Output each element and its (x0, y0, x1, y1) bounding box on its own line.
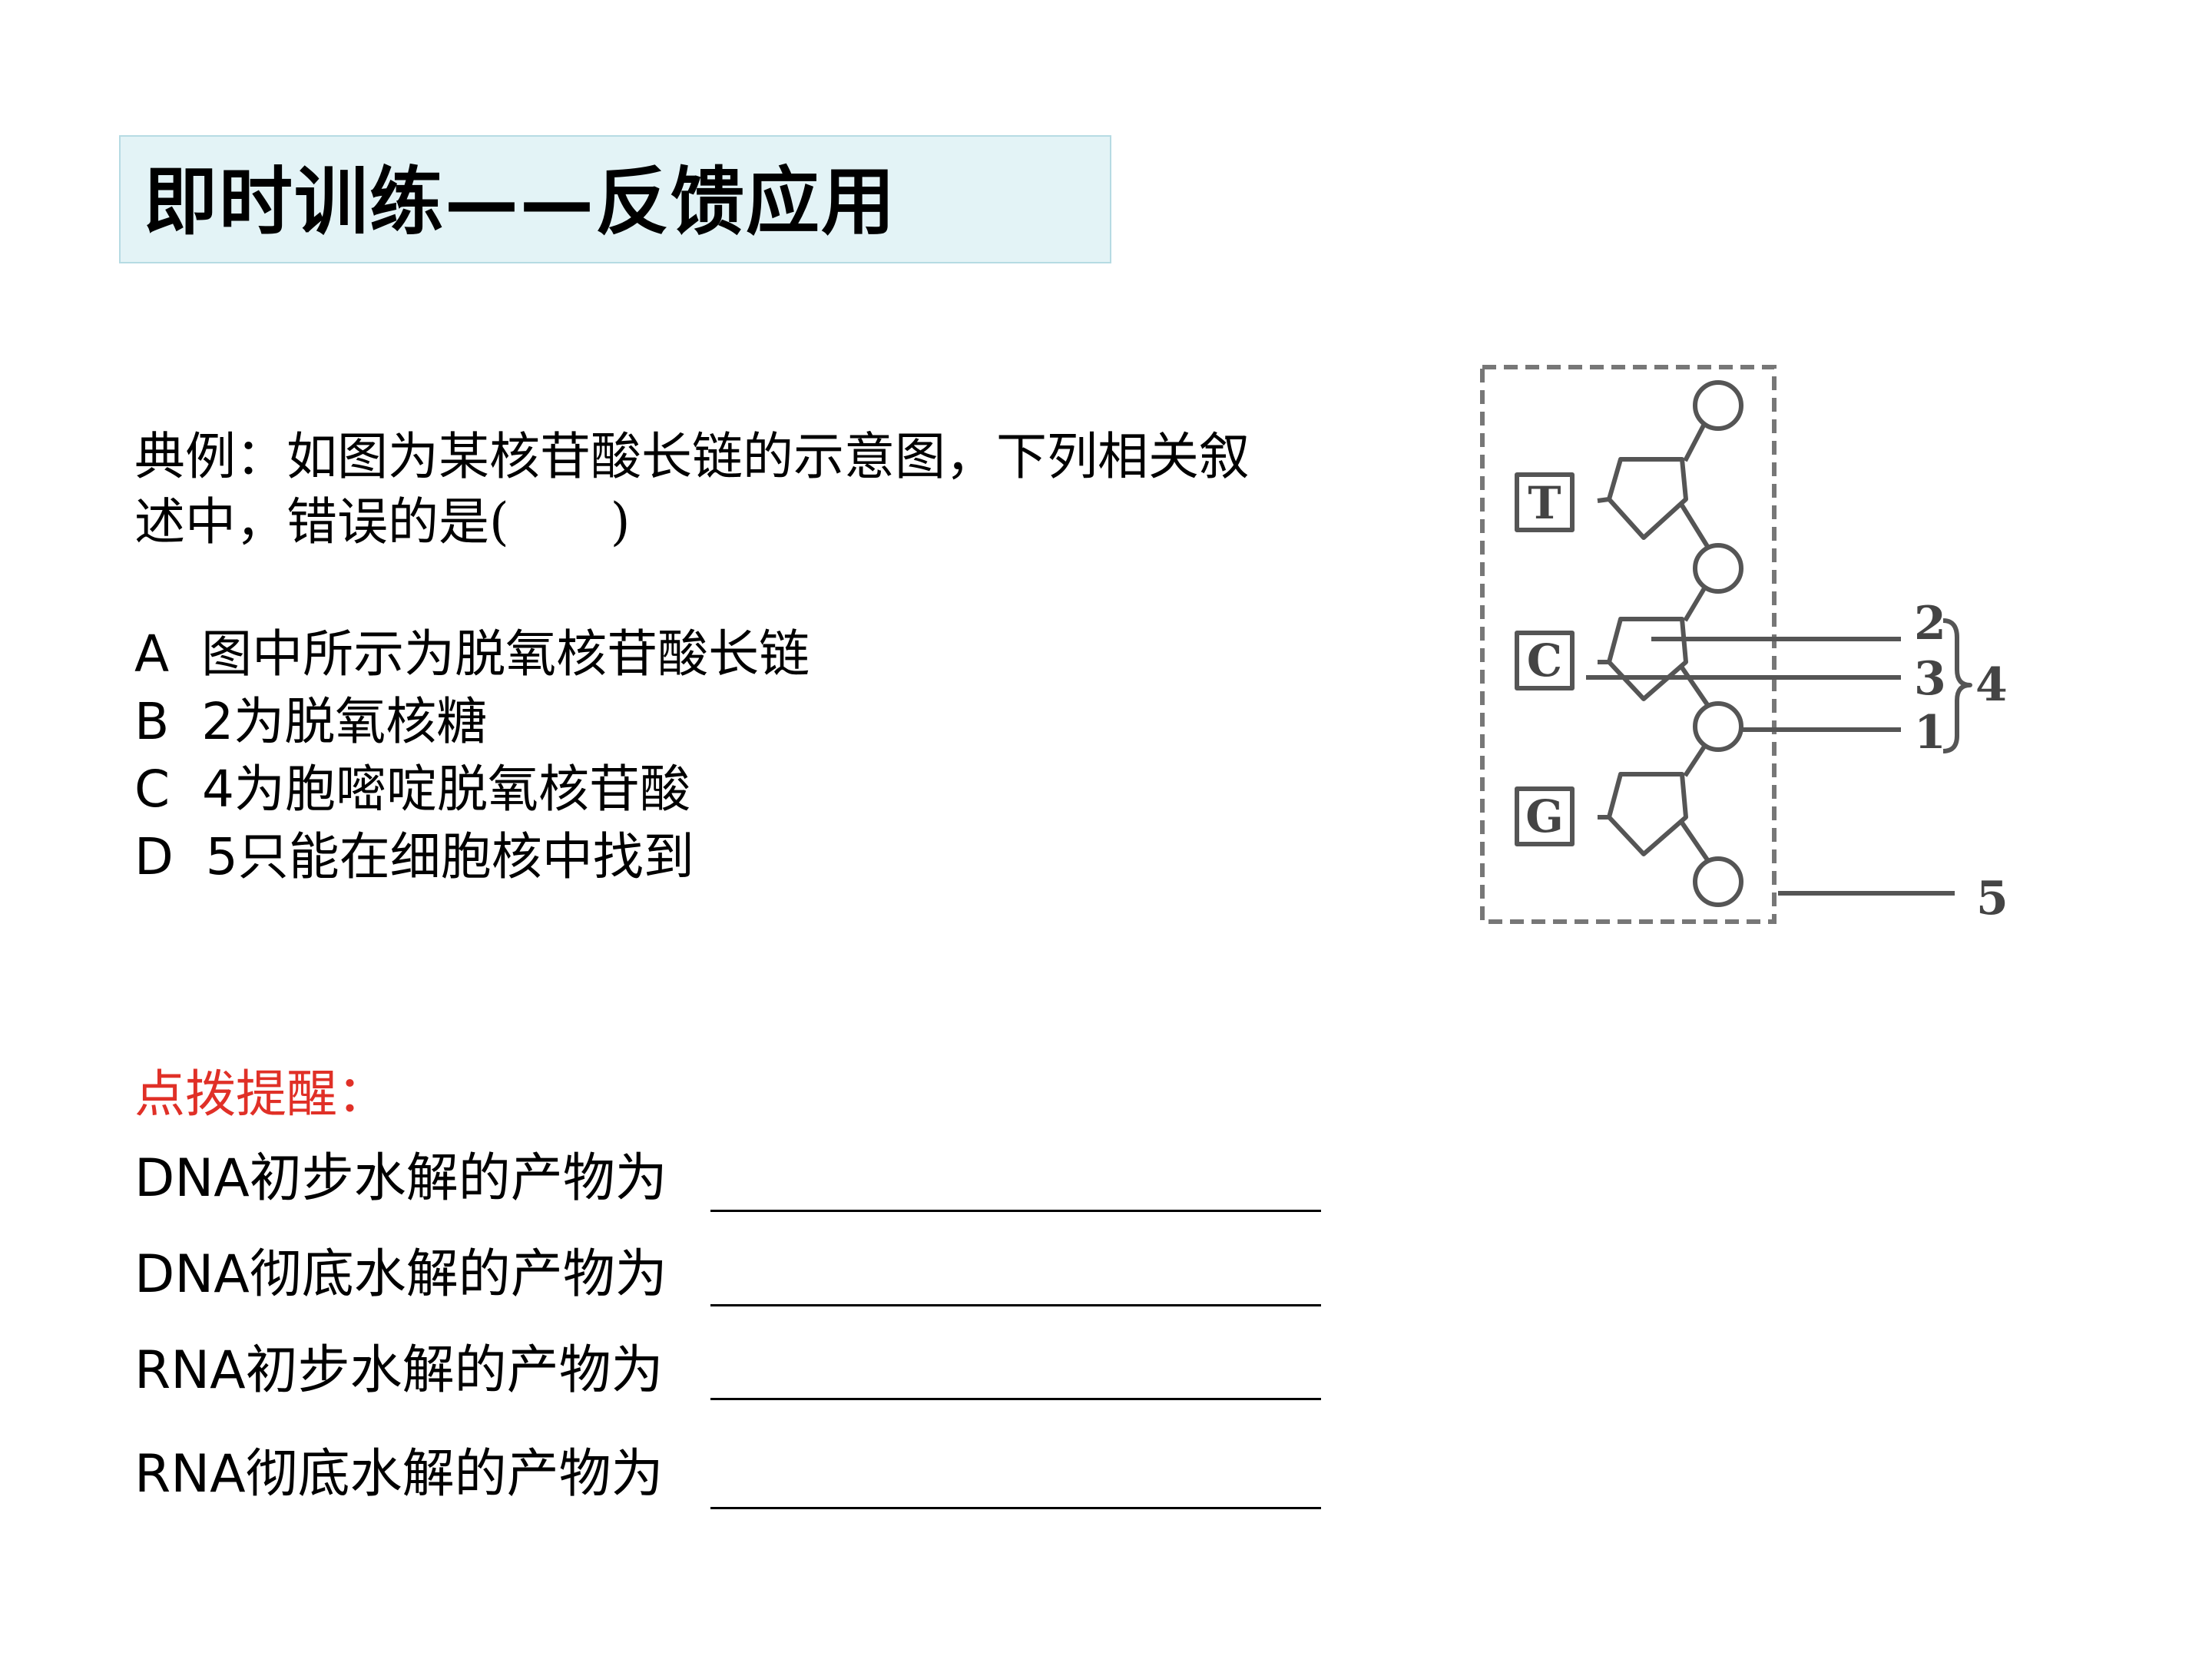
brace-4 (1942, 618, 1972, 753)
title-banner: 即时训练——反馈应用 (119, 135, 1111, 263)
label-3: 3 (1914, 652, 1946, 706)
base-label-g: G (1525, 790, 1564, 843)
answer-line-1 (710, 1210, 1321, 1212)
option-a: A 图中所示为脱氧核苷酸长链 (134, 624, 810, 684)
answer-line-2 (710, 1304, 1321, 1306)
phosphate-circle (1693, 856, 1743, 907)
sugar-pentagon (1607, 457, 1688, 540)
base-label-t: T (1528, 477, 1561, 529)
option-c: C 4为胞嘧啶脱氧核苷酸 (134, 760, 691, 819)
tip-label: 点拨提醒： (134, 1065, 388, 1124)
blank-prompt-1: DNA初步水解的产物为 (134, 1148, 667, 1209)
label-1: 1 (1914, 706, 1946, 760)
sugar-pentagon (1607, 617, 1688, 701)
option-d: D 5只能在细胞核中找到 (134, 827, 694, 886)
question-line-2: 述中，错误的是( ) (134, 492, 631, 551)
label-2: 2 (1914, 597, 1946, 651)
dashed-nucleotide-box (1480, 365, 1777, 924)
blank-prompt-4: RNA彻底水解的产物为 (134, 1444, 664, 1505)
phosphate-circle (1693, 380, 1743, 431)
label-5: 5 (1976, 872, 2008, 926)
answer-line-3 (710, 1398, 1321, 1400)
base-box-g (1515, 786, 1575, 846)
phosphate-circle (1693, 543, 1743, 594)
base-box-t (1515, 472, 1575, 532)
phosphate-circle (1693, 701, 1743, 752)
page-title: 即时训练——反馈应用 (144, 159, 896, 245)
label-4: 4 (1975, 658, 2008, 712)
blank-prompt-3: RNA初步水解的产物为 (134, 1340, 664, 1401)
answer-line-4 (710, 1507, 1321, 1509)
base-box-c (1515, 631, 1575, 690)
question-line-1: 典例：如图为某核苷酸长链的示意图，下列相关叙 (134, 427, 1250, 486)
blank-prompt-2: DNA彻底水解的产物为 (134, 1244, 667, 1305)
option-b: B 2为脱氧核糖 (134, 692, 488, 751)
base-label-c: C (1527, 634, 1562, 687)
sugar-pentagon (1607, 772, 1688, 856)
